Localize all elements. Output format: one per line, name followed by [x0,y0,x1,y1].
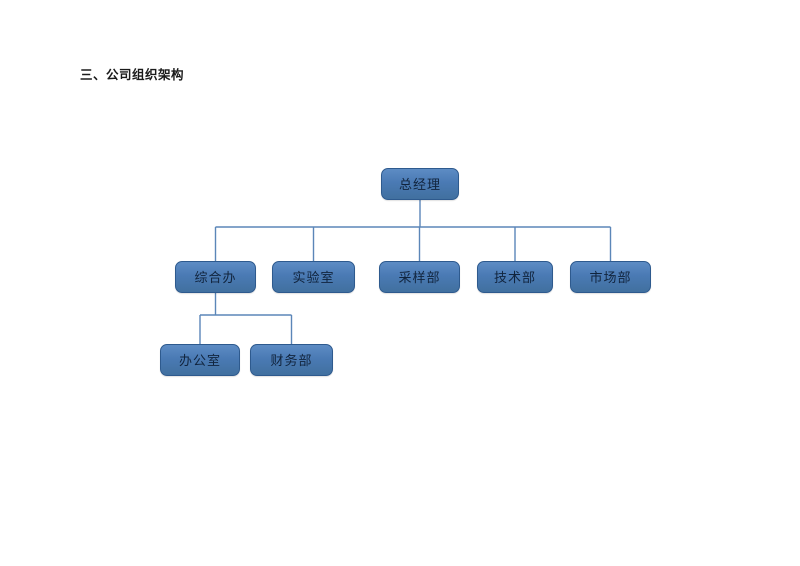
org-node-label: 办公室 [178,352,221,368]
org-node-label: 综合办 [194,269,237,285]
org-node-n7[interactable]: 财务部 [250,344,333,376]
org-node-label: 总经理 [398,176,441,192]
org-node-n5[interactable]: 市场部 [570,261,651,293]
org-node-n1[interactable]: 综合办 [175,261,256,293]
org-node-label: 实验室 [292,269,335,285]
org-node-label: 采样部 [398,269,441,285]
org-node-label: 技术部 [493,269,536,285]
org-node-label: 市场部 [589,269,632,285]
org-node-n2[interactable]: 实验室 [272,261,355,293]
org-node-n0[interactable]: 总经理 [381,168,459,200]
page-heading: 三、公司组织架构 [80,68,185,82]
org-node-n6[interactable]: 办公室 [160,344,240,376]
org-node-n3[interactable]: 采样部 [379,261,460,293]
org-node-n4[interactable]: 技术部 [477,261,553,293]
org-node-label: 财务部 [270,352,313,368]
